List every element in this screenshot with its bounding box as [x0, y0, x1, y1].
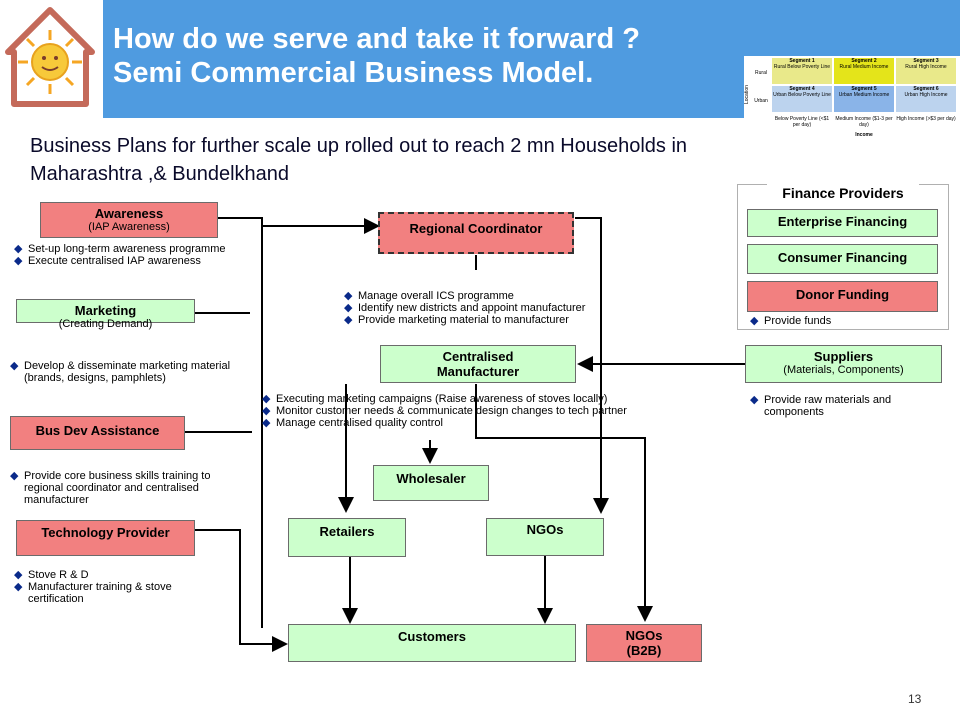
customers-title: Customers [398, 629, 466, 644]
donor-title: Donor Funding [795, 287, 890, 302]
title-line-2: Semi Commercial Business Model. [113, 57, 594, 89]
bullet-text: Develop & disseminate marketing material… [24, 360, 231, 384]
awareness-title: Awareness [94, 206, 164, 221]
bullet-text: Executing marketing campaigns (Raise awa… [276, 393, 608, 405]
ngos-b2b-box: NGOs (B2B) [586, 624, 702, 662]
diamond-bullet-icon: ◆ [14, 569, 23, 581]
tech-bullets: ◆ Stove R & D ◆ Manufacturer training & st… [14, 569, 194, 605]
diamond-bullet-icon: ◆ [750, 394, 759, 406]
ngos-title: NGOs [526, 522, 564, 537]
finance-bullets: ◆ Provide funds [750, 315, 930, 327]
diamond-bullet-icon: ◆ [344, 302, 353, 314]
customers-box: Customers [288, 624, 576, 662]
bullet-text: Stove R & D [28, 569, 89, 581]
bullet-text: Manufacturer training & stove certificat… [28, 581, 172, 605]
diamond-bullet-icon: ◆ [14, 581, 23, 593]
marketing-title: Marketing [74, 303, 137, 318]
retailers-box: Retailers [288, 518, 406, 557]
ngos-b2b-line-1: NGOs [625, 628, 663, 643]
bullet-text: Provide marketing material to manufactur… [358, 314, 569, 326]
diamond-bullet-icon: ◆ [262, 405, 271, 417]
bus-dev-box: Bus Dev Assistance [10, 416, 185, 450]
segment-row-urban: Urban [754, 98, 768, 104]
subtitle-line-1: Business Plans for further scale up roll… [30, 135, 688, 157]
suppliers-box: Suppliers (Materials, Components) [745, 345, 942, 383]
diamond-bullet-icon: ◆ [344, 314, 353, 326]
manufacturer-bullets: ◆ Executing marketing campaigns (Raise aw… [262, 393, 722, 429]
diamond-bullet-icon: ◆ [10, 470, 19, 482]
regional-bullets: ◆ Manage overall ICS programme ◆ Identify … [344, 290, 644, 326]
segment-row-rural: Rural [755, 70, 767, 76]
diamond-bullet-icon: ◆ [262, 417, 271, 429]
ngos-box: NGOs [486, 518, 604, 556]
centralised-manufacturer-box: Centralised Manufacturer [380, 345, 576, 383]
consumer-title: Consumer Financing [777, 250, 908, 265]
diamond-bullet-icon: ◆ [14, 243, 23, 255]
regional-title: Regional Coordinator [409, 221, 543, 236]
segment-col: High Income (>$3 per day) [896, 116, 956, 122]
wholesaler-box: Wholesaler [373, 465, 489, 501]
manufacturer-line-2: Manufacturer [436, 364, 520, 379]
awareness-box: Awareness (IAP Awareness) [40, 202, 218, 238]
diamond-bullet-icon: ◆ [344, 290, 353, 302]
bullet-text: Provide raw materials and components [764, 394, 892, 418]
bullet-text: Execute centralised IAP awareness [28, 255, 201, 267]
diamond-bullet-icon: ◆ [262, 393, 271, 405]
enterprise-financing-box: Enterprise Financing [747, 209, 938, 237]
wholesaler-title: Wholesaler [396, 471, 466, 486]
bullet-text: Manage overall ICS programme [358, 290, 514, 302]
finance-providers-title: Finance Providers [767, 183, 919, 203]
ngos-b2b-line-2: (B2B) [626, 643, 662, 658]
consumer-financing-box: Consumer Financing [747, 244, 938, 274]
bullet-text: Set-up long-term awareness programme [28, 243, 226, 255]
awareness-sub: (IAP Awareness) [88, 221, 170, 233]
retailers-title: Retailers [319, 524, 375, 539]
diamond-bullet-icon: ◆ [750, 315, 759, 327]
segment-col: Medium Income ($1-3 per day) [835, 116, 893, 128]
suppliers-sub: (Materials, Components) [783, 364, 904, 376]
marketing-box: Marketing (Creating Demand) [16, 299, 195, 330]
segment-col: Below Poverty Line (<$1 per day) [774, 116, 830, 128]
manufacturer-line-1: Centralised [442, 349, 514, 364]
marketing-sub: (Creating Demand) [58, 318, 153, 330]
bullet-text: Identify new districts and appoint manuf… [358, 302, 586, 314]
regional-coordinator-box: Regional Coordinator [378, 212, 574, 254]
diamond-bullet-icon: ◆ [14, 255, 23, 267]
segment-col-axis: Income [855, 132, 873, 138]
subtitle-line-2: Maharashtra ,& Bundelkhand [30, 163, 290, 185]
title-line-1: How do we serve and take it forward ? [113, 23, 640, 55]
page-title: How do we serve and take it forward ? Se… [113, 22, 640, 90]
enterprise-title: Enterprise Financing [777, 214, 908, 229]
subtitle: Business Plans for further scale up roll… [30, 132, 687, 188]
suppliers-bullets: ◆ Provide raw materials and components [750, 394, 930, 418]
bullet-text: Manage centralised quality control [276, 417, 443, 429]
awareness-bullets: ◆ Set-up long-term awareness programme ◆ E… [14, 243, 274, 267]
bullet-text: Provide core business skills training to… [24, 470, 211, 506]
suppliers-title: Suppliers [813, 349, 874, 364]
marketing-bullets: ◆ Develop & disseminate marketing materia… [10, 360, 255, 384]
bus-dev-bullets: ◆ Provide core business skills training t… [10, 470, 220, 506]
diamond-bullet-icon: ◆ [10, 360, 19, 372]
bullet-text: Provide funds [764, 315, 832, 327]
technology-provider-box: Technology Provider [16, 520, 195, 556]
donor-funding-box: Donor Funding [747, 281, 938, 312]
bus-dev-title: Bus Dev Assistance [35, 423, 160, 438]
house-sun-logo [0, 0, 103, 118]
bullet-text: Monitor customer needs & communicate des… [276, 405, 627, 417]
page-number: 13 [908, 692, 922, 706]
tech-title: Technology Provider [41, 525, 170, 540]
